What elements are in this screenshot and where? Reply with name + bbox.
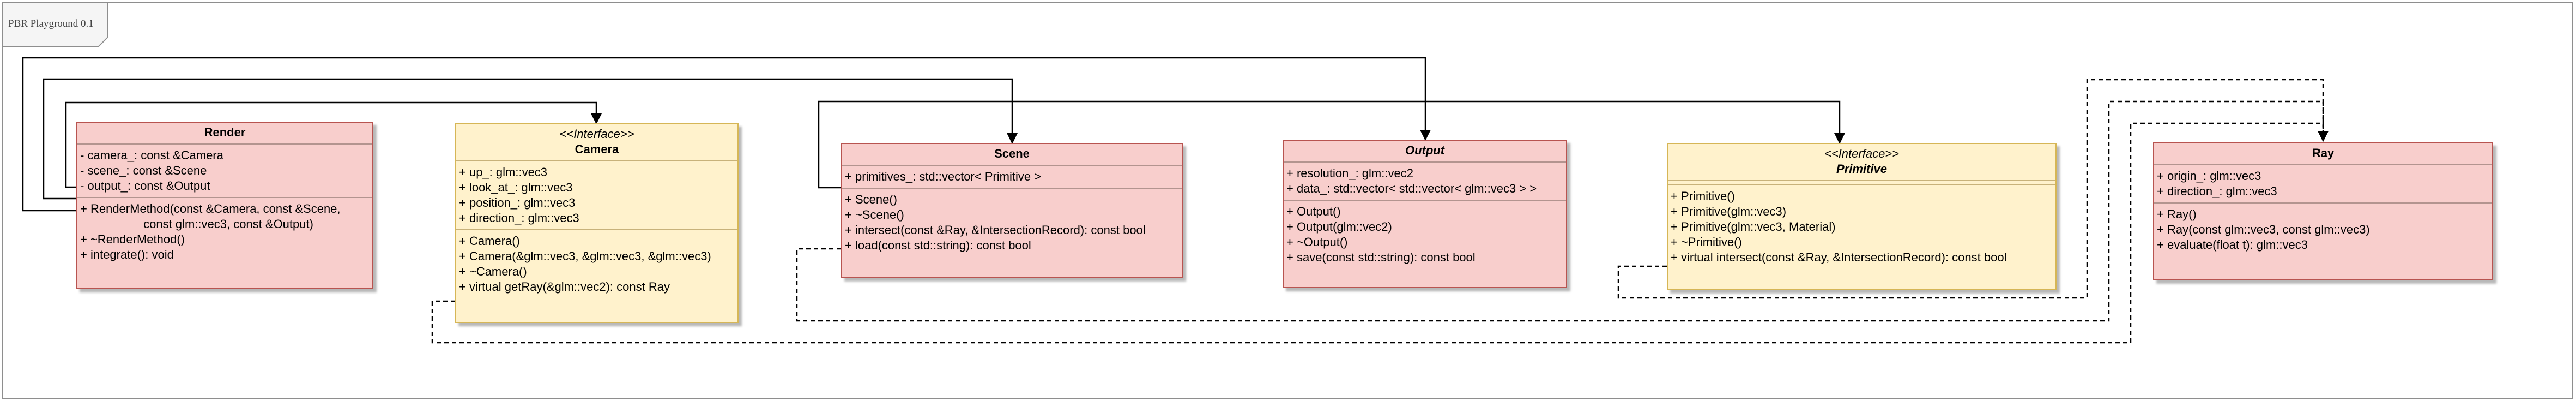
class-primitive-stereotype: <<Interface>> <box>1824 147 1899 160</box>
class-primitive-method: + Primitive(glm::vec3) <box>1671 205 1787 218</box>
class-render-method: + integrate(): void <box>80 248 174 261</box>
class-primitive-method: + Primitive(glm::vec3, Material) <box>1671 220 1836 234</box>
class-ray-method: + Ray(const glm::vec3, const glm::vec3) <box>2157 223 2370 236</box>
class-scene-method: + Scene() <box>845 193 897 206</box>
class-camera-attr: + up_: glm::vec3 <box>459 165 548 179</box>
class-camera-method: + Camera(&glm::vec3, &glm::vec3, &glm::v… <box>459 249 711 263</box>
class-render[interactable]: Render - camera_: const &Camera - scene_… <box>76 122 373 289</box>
class-output[interactable]: Output + resolution_: glm::vec2 + data_:… <box>1283 140 1567 288</box>
class-primitive-name: Primitive <box>1836 162 1887 176</box>
class-scene-method: + ~Scene() <box>845 208 904 222</box>
class-camera-name: Camera <box>575 142 619 156</box>
class-ray[interactable]: Ray + origin_: glm::vec3 + direction_: g… <box>2153 142 2493 280</box>
class-ray-attr: + origin_: glm::vec3 <box>2157 169 2261 183</box>
class-camera-attr: + position_: glm::vec3 <box>459 196 576 210</box>
class-output-name: Output <box>1405 143 1445 157</box>
class-ray-method: + evaluate(float t): glm::vec3 <box>2157 238 2308 252</box>
class-ray-method: + Ray() <box>2157 207 2197 221</box>
class-output-attr: + data_: std::vector< std::vector< glm::… <box>1286 182 1537 195</box>
class-camera[interactable]: <<Interface>> Camera + up_: glm::vec3 + … <box>455 123 739 323</box>
class-camera-method: + ~Camera() <box>459 265 527 278</box>
class-render-method: const glm::vec3, const &Output) <box>80 217 313 231</box>
edge-render-scene <box>43 78 1018 200</box>
class-output-method: + ~Output() <box>1286 235 1348 249</box>
class-ray-attr: + direction_: glm::vec3 <box>2157 184 2277 198</box>
class-scene[interactable]: Scene + primitives_: std::vector< Primit… <box>841 143 1183 278</box>
class-output-method: + Output() <box>1286 205 1341 218</box>
diagram-frame <box>2 2 2573 399</box>
class-primitive-method: + ~Primitive() <box>1671 235 1742 249</box>
edge-scene-ray <box>796 100 2329 322</box>
class-render-method: + RenderMethod(const &Camera, const &Sce… <box>80 202 341 216</box>
class-scene-name: Scene <box>994 147 1030 160</box>
diagram-title: PBR Playground 0.1 <box>8 18 94 29</box>
class-render-attr: - output_: const &Output <box>80 179 210 193</box>
class-scene-attr: + primitives_: std::vector< Primitive > <box>845 170 1042 183</box>
edge-render-output <box>22 57 1431 212</box>
class-render-method: + ~RenderMethod() <box>80 232 185 246</box>
class-camera-method: + virtual getRay(&glm::vec2): const Ray <box>459 280 670 294</box>
class-output-attr: + resolution_: glm::vec2 <box>1286 166 1413 180</box>
class-output-method: + save(const std::string): const bool <box>1286 250 1476 264</box>
class-render-name: Render <box>204 125 246 139</box>
edge-scene-primitive <box>818 100 1845 189</box>
class-render-attr: - scene_: const &Scene <box>80 164 207 177</box>
edge-primitive-ray <box>1617 79 2329 299</box>
class-scene-method: + intersect(const &Ray, &IntersectionRec… <box>845 223 1146 237</box>
class-camera-attr: + direction_: glm::vec3 <box>459 211 579 225</box>
class-camera-attr: + look_at_: glm::vec3 <box>459 181 573 194</box>
class-ray-name: Ray <box>2312 146 2335 160</box>
class-output-method: + Output(glm::vec2) <box>1286 220 1392 234</box>
edge-render-camera <box>65 101 602 188</box>
class-primitive[interactable]: <<Interface>> Primitive + Primitive() + … <box>1667 143 2057 290</box>
class-camera-stereotype: <<Interface>> <box>559 127 634 141</box>
class-primitive-method: + Primitive() <box>1671 189 1735 203</box>
diagram-title-tab: PBR Playground 0.1 <box>2 2 108 47</box>
class-primitive-method: + virtual intersect(const &Ray, &Interse… <box>1671 250 2007 264</box>
class-scene-method: + load(const std::string): const bool <box>845 238 1031 252</box>
class-render-attr: - camera_: const &Camera <box>80 148 223 162</box>
edge-camera-ray <box>431 122 2329 344</box>
class-camera-method: + Camera() <box>459 234 520 248</box>
